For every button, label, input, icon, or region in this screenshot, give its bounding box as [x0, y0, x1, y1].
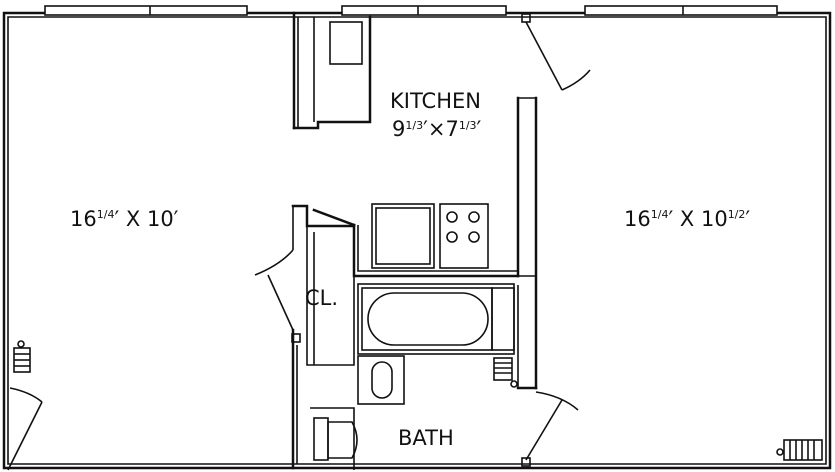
radiator-left-icon — [13, 340, 31, 373]
right-room-dimensions: 161/4′ X 101/2′ — [624, 207, 750, 231]
left-entry-door — [7, 387, 43, 471]
exterior-walls — [2, 11, 832, 470]
radiator-icon — [493, 357, 518, 388]
closet — [254, 204, 356, 366]
bath-door — [521, 391, 579, 467]
closet-label: CL. — [305, 286, 338, 310]
window-kitchen — [341, 5, 507, 16]
radiator-right-icon — [776, 439, 823, 461]
burner-icon — [468, 211, 480, 223]
kitchen-dimensions: 91/3′×71/3′ — [392, 117, 482, 141]
entry-door — [521, 13, 591, 91]
kitchen-counter — [292, 11, 372, 130]
bath-vanity — [357, 355, 405, 405]
central-wall — [516, 96, 538, 390]
window-right — [584, 5, 778, 16]
oven — [371, 203, 435, 269]
bathtub — [357, 283, 515, 355]
kitchen-label: KITCHEN — [390, 89, 481, 113]
cooktop — [439, 203, 489, 269]
window-left — [44, 5, 248, 16]
burner-icon — [446, 231, 458, 243]
toilet — [310, 407, 358, 470]
range — [371, 203, 489, 269]
bath-label: BATH — [398, 426, 454, 450]
closet-left-wall — [291, 328, 301, 470]
burner-icon — [446, 211, 458, 223]
kitchen-sink — [329, 21, 363, 65]
burner-icon — [468, 231, 480, 243]
left-room-dimensions: 161/4′ X 10′ — [70, 207, 179, 231]
